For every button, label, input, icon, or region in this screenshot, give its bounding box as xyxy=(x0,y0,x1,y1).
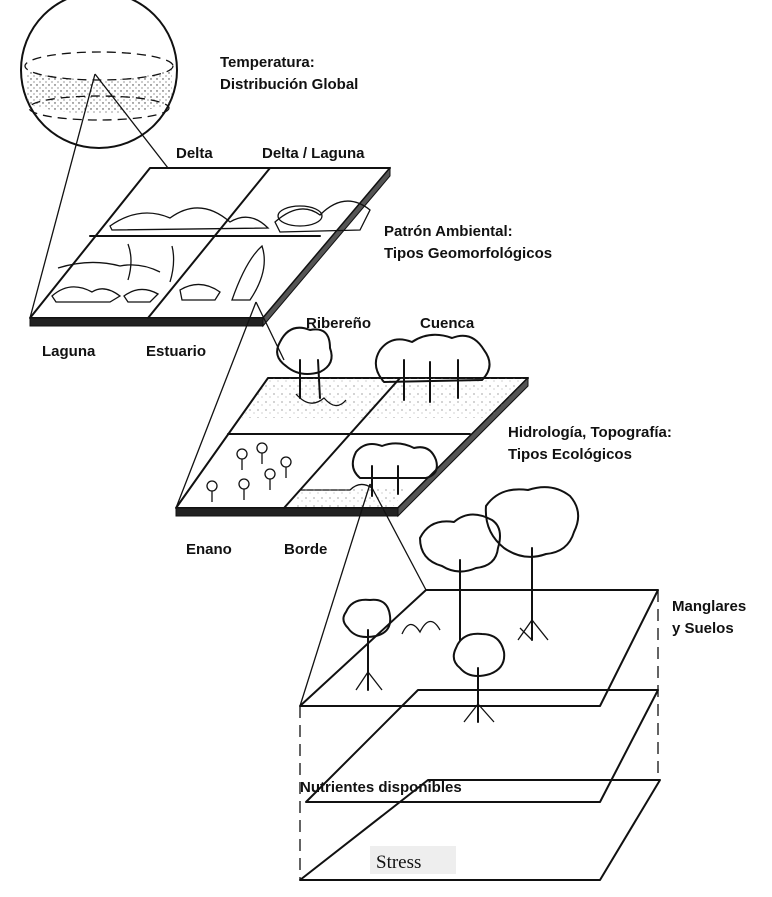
mangroves-label-line2: y Suelos xyxy=(672,620,734,637)
ecology-label-bottom-right: Borde xyxy=(284,541,327,558)
ecology-label-bottom-left: Enano xyxy=(186,541,232,558)
ecology-label-top-right: Cuenca xyxy=(420,315,475,332)
ecology-label-top-left: Ribereño xyxy=(306,315,371,332)
globe-label-line1: Temperatura: xyxy=(220,54,315,71)
nutrients-layer-label: Nutrientes disponibles xyxy=(300,779,462,796)
stress-layer-label: Stress xyxy=(376,852,421,873)
geomorphology-side-label-line1: Patrón Ambiental: xyxy=(384,223,513,240)
geomorphology-label-top-left: Delta xyxy=(176,145,213,162)
globe xyxy=(21,0,177,148)
geomorphology-label-bottom-right: Estuario xyxy=(146,343,206,360)
geomorphology-plane xyxy=(30,168,390,326)
mangroves-label-line1: Manglares xyxy=(672,598,746,615)
connector-line xyxy=(176,302,256,508)
geomorphology-side-label-line2: Tipos Geomorfológicos xyxy=(384,245,552,262)
ecology-side-label-line1: Hidrología, Topografía: xyxy=(508,424,672,441)
ecology-side-label-line2: Tipos Ecológicos xyxy=(508,446,632,463)
geomorphology-label-bottom-left: Laguna xyxy=(42,343,96,360)
mangroves-soils-layer xyxy=(300,487,658,722)
ecology-plane xyxy=(176,328,528,516)
geomorphology-label-top-right: Delta / Laguna xyxy=(262,145,365,162)
globe-label-line2: Distribución Global xyxy=(220,76,358,93)
